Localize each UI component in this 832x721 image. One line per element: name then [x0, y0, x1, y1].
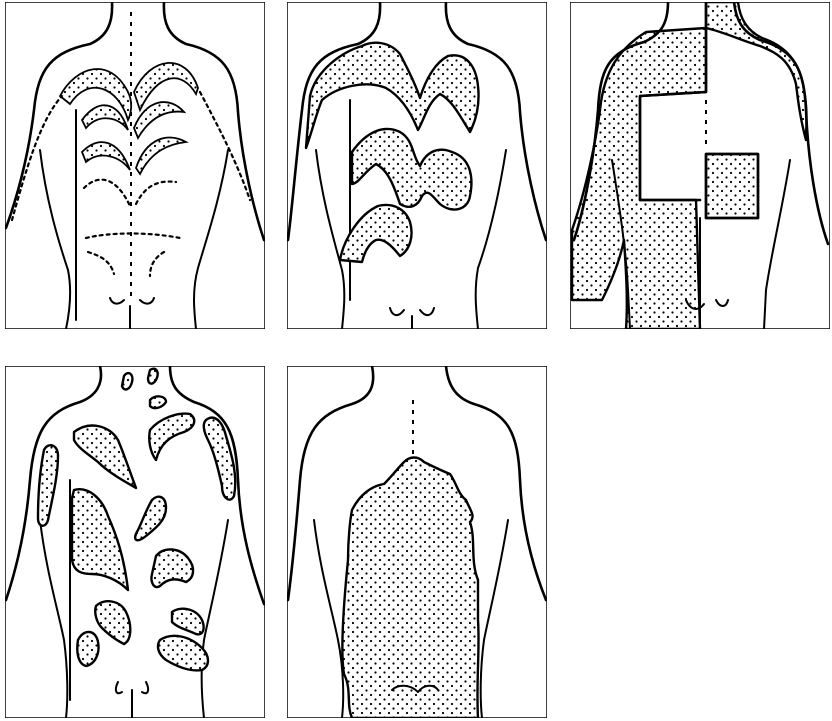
- panel-3: [570, 2, 830, 329]
- panel-1: [5, 2, 265, 329]
- panel-4: [5, 366, 265, 718]
- empty-area: [570, 366, 830, 718]
- panel-2: [287, 2, 547, 329]
- panel-5: [287, 366, 547, 718]
- affected-regions: [342, 458, 478, 719]
